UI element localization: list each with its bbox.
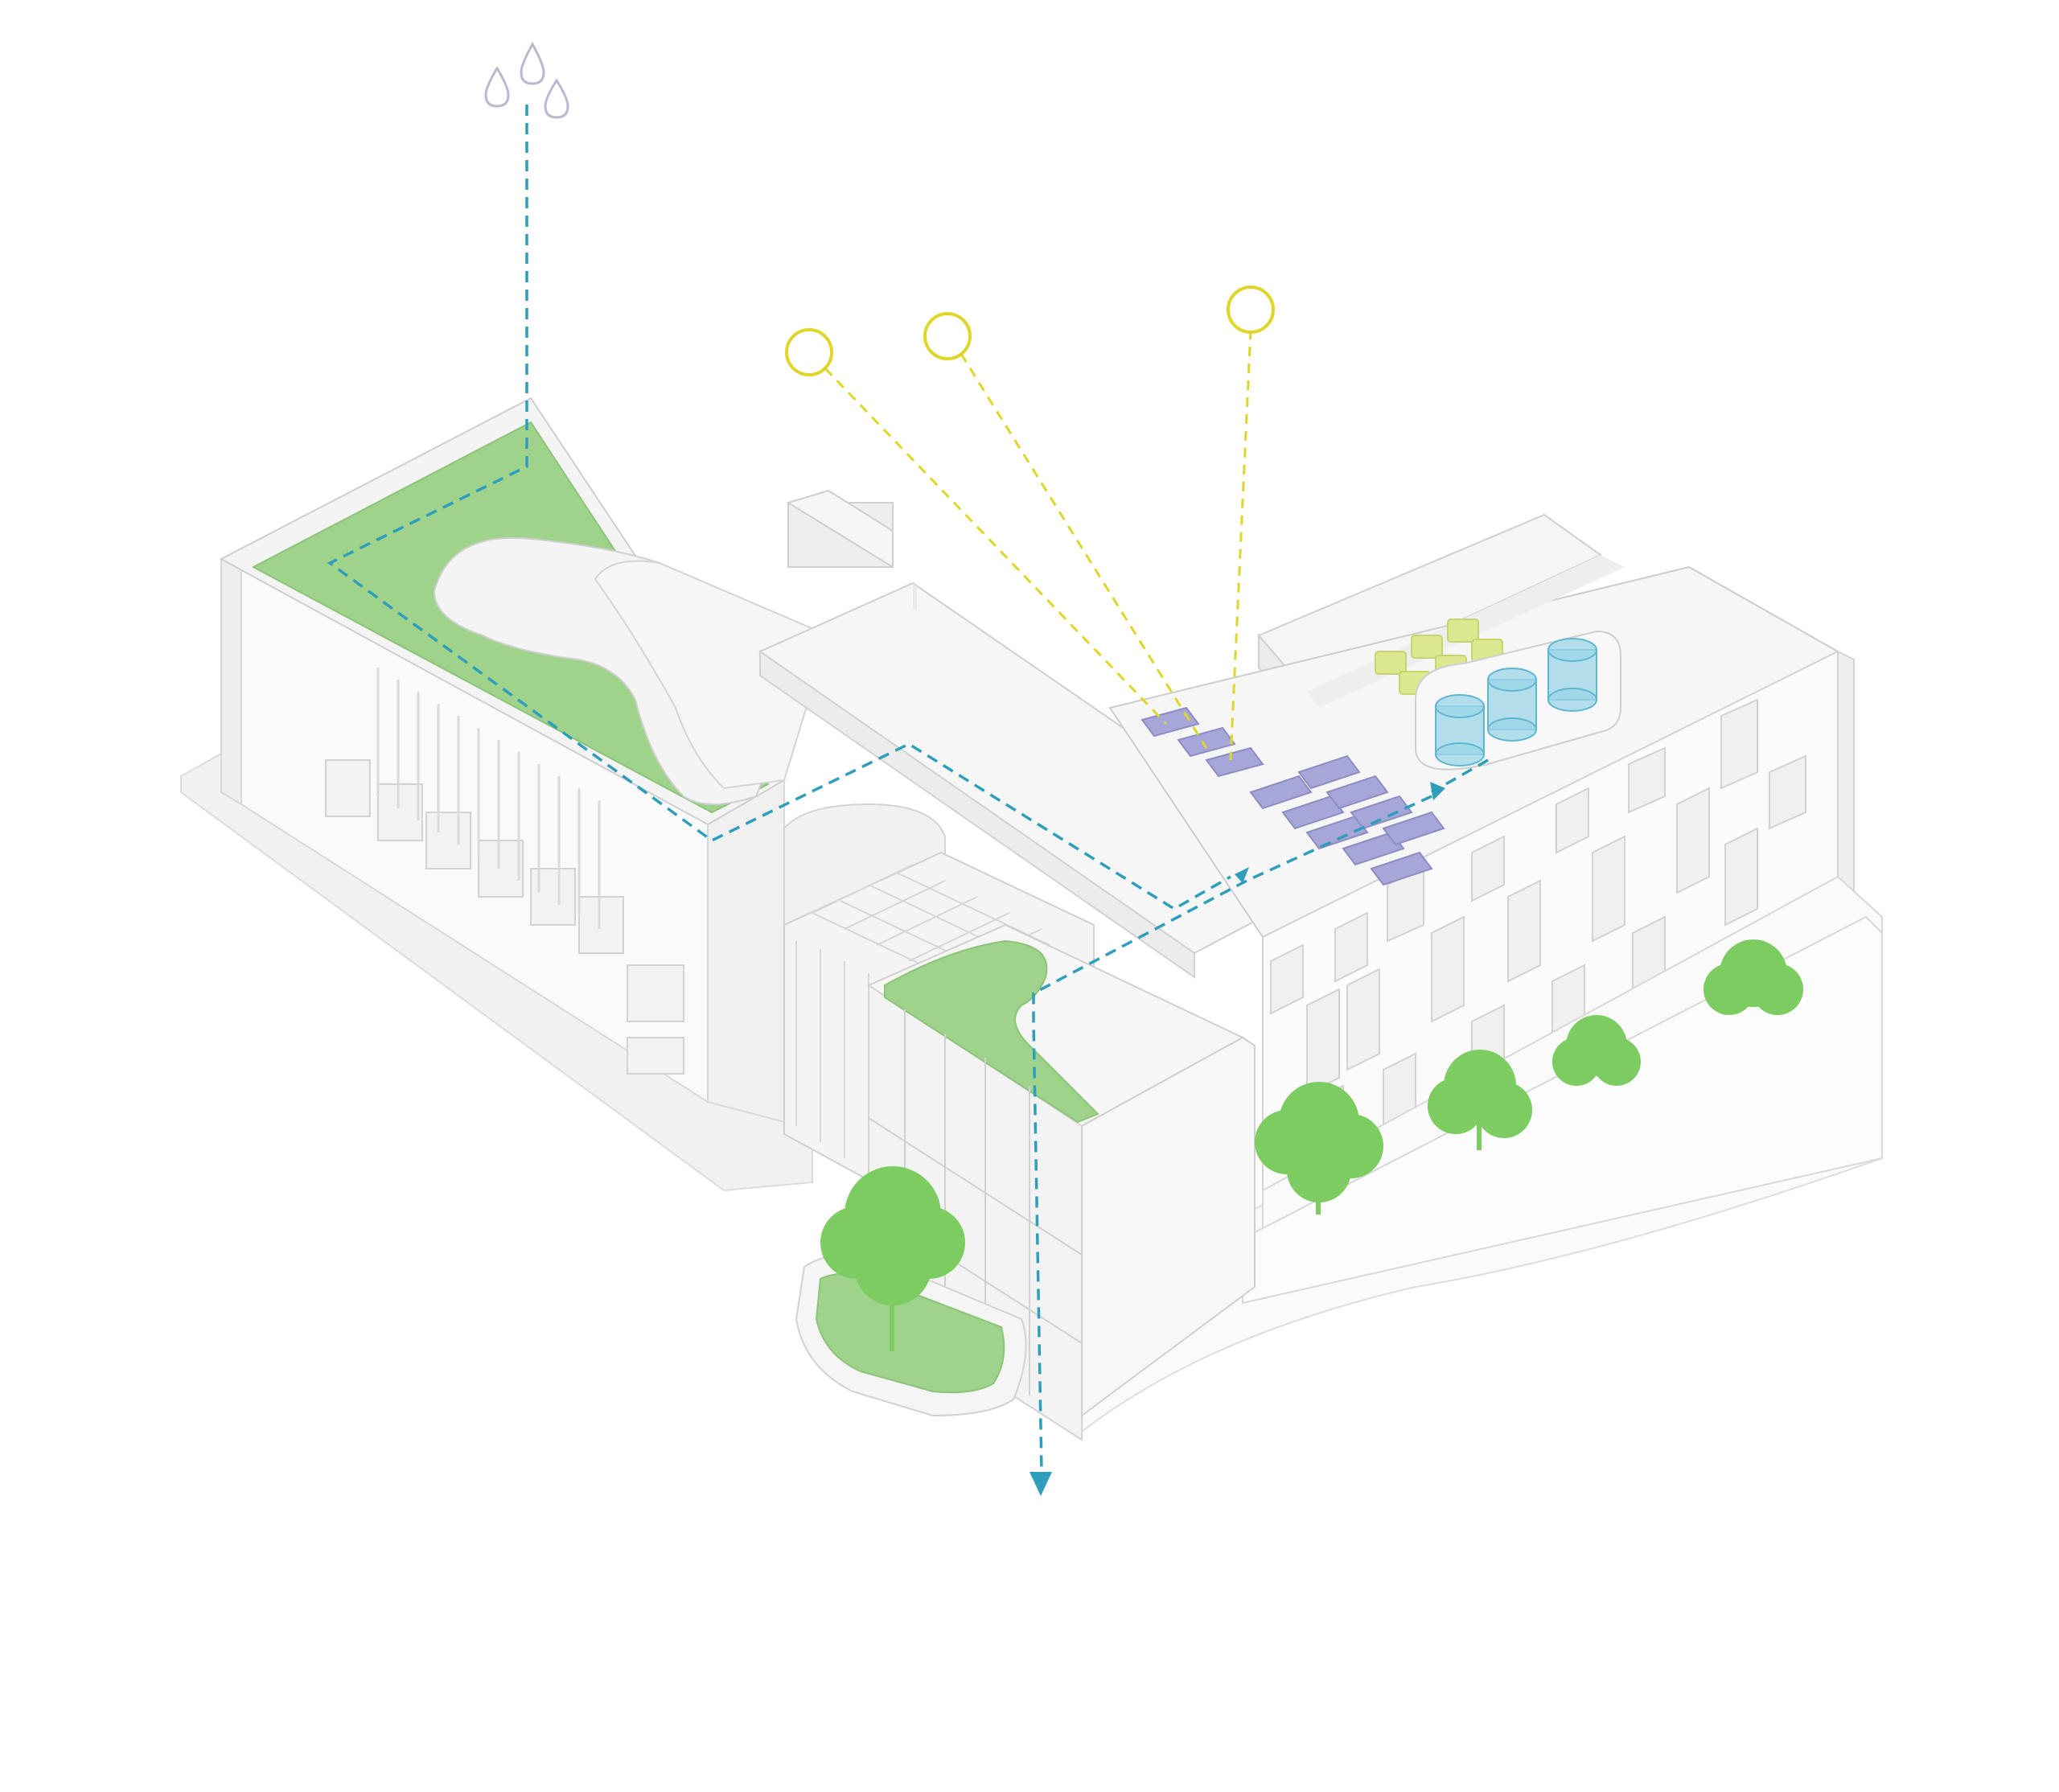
solar-panel	[1325, 775, 1389, 810]
arrowhead	[1430, 782, 1445, 800]
front-planter	[795, 1166, 1027, 1417]
solar-panel	[1205, 746, 1264, 778]
solar-panel	[1297, 754, 1361, 790]
front-green-roof	[884, 939, 1099, 1124]
solar-panels	[1140, 706, 1445, 886]
west-wing-windows	[325, 759, 684, 1075]
sun-circle-icon	[923, 312, 972, 360]
sun-markers	[785, 286, 1275, 376]
planter-box	[1375, 651, 1407, 675]
flow-arrowheads	[1030, 782, 1445, 1496]
tree	[1255, 1082, 1383, 1215]
arrowhead	[1030, 1472, 1052, 1496]
rain-drop-icon	[520, 41, 545, 85]
tree	[820, 1166, 965, 1351]
sunlight-flows	[824, 329, 1252, 761]
arrowhead	[1235, 867, 1249, 883]
rain-drop-icon	[544, 78, 569, 119]
street-trees	[1255, 939, 1803, 1215]
water-tank	[1487, 668, 1537, 742]
sun-circle-icon	[1227, 286, 1275, 334]
rain-drops	[484, 41, 569, 119]
solar-panel	[1342, 831, 1405, 866]
water-tank	[1435, 694, 1485, 767]
facade-fins	[376, 668, 601, 929]
solar-panel	[1350, 795, 1413, 830]
solar-panel	[1370, 851, 1433, 886]
tree	[1428, 1050, 1532, 1150]
sun-circle-icon	[785, 328, 833, 376]
rainwater-flow	[327, 105, 1489, 1473]
east-wing-windows	[1270, 698, 1806, 1184]
solar-panel	[1382, 811, 1445, 846]
solar-panel	[1140, 706, 1200, 738]
planter-box	[1447, 619, 1479, 643]
west-wing	[219, 397, 786, 1124]
tree	[1704, 939, 1803, 1015]
rain-drop-icon	[484, 66, 510, 108]
solar-panel	[1249, 775, 1313, 810]
tree	[1552, 1015, 1641, 1086]
solar-panel	[1281, 795, 1345, 830]
planter-box	[1411, 635, 1443, 659]
water-tanks	[1415, 630, 1621, 771]
solar-panel	[1305, 815, 1369, 850]
water-tank	[1547, 638, 1597, 712]
solar-panel	[1177, 726, 1236, 758]
